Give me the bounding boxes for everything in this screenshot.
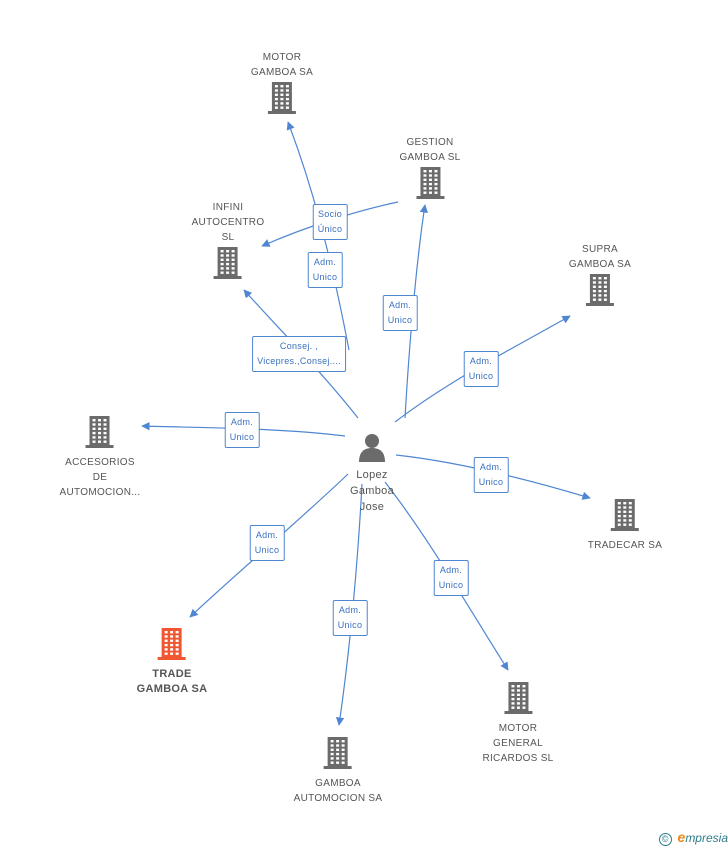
relation-label[interactable]: Adm. Unico <box>463 351 499 387</box>
brand-text: mpresia <box>685 831 728 845</box>
company-label: SUPRA GAMBOA SA <box>568 244 632 270</box>
building-icon <box>399 165 460 206</box>
company-label: MOTOR GAMBOA SA <box>250 52 314 78</box>
building-icon <box>192 245 265 286</box>
company-label: INFINI AUTOCENTRO SL <box>191 202 265 243</box>
company-node[interactable]: ACCESORIOS DE AUTOMOCION... <box>60 414 141 500</box>
company-node[interactable]: INFINI AUTOCENTRO SL <box>192 200 265 286</box>
relation-label[interactable]: Socio Único <box>312 204 348 240</box>
building-icon <box>569 272 631 313</box>
relation-label[interactable]: Adm. Unico <box>382 295 418 331</box>
brand-e: e <box>677 829 686 845</box>
copyright-icon: © <box>658 833 672 846</box>
building-icon <box>60 414 141 455</box>
company-label: GAMBOA AUTOMOCION SA <box>293 778 383 804</box>
relation-label[interactable]: Adm. Unico <box>473 457 509 493</box>
company-label: TRADE GAMBOA SA <box>136 668 208 695</box>
company-node[interactable]: MOTOR GENERAL RICARDOS SL <box>482 680 553 766</box>
relation-label[interactable]: Adm. Unico <box>433 560 469 596</box>
relation-label[interactable]: Adm. Unico <box>332 600 368 636</box>
relation-label[interactable]: Adm. Unico <box>249 525 285 561</box>
person-name: Lopez Gamboa Jose <box>350 469 394 513</box>
company-node[interactable]: SUPRA GAMBOA SA <box>569 242 631 313</box>
relation-label[interactable]: Adm. Unico <box>224 412 260 448</box>
building-icon <box>294 735 383 776</box>
company-label: GESTION GAMBOA SL <box>399 137 461 163</box>
building-icon <box>137 626 208 667</box>
company-label: MOTOR GENERAL RICARDOS SL <box>482 723 554 764</box>
company-node[interactable]: TRADECAR SA <box>588 497 662 553</box>
person-node[interactable]: Lopez Gamboa Jose <box>350 432 394 515</box>
relation-label[interactable]: Consej. , Vicepres.,Consej.... <box>252 336 346 372</box>
company-node-highlighted[interactable]: TRADE GAMBOA SA <box>137 626 208 697</box>
building-icon <box>482 680 553 721</box>
company-node[interactable]: MOTOR GAMBOA SA <box>251 50 313 121</box>
person-icon <box>359 434 385 462</box>
company-label: TRADECAR SA <box>587 540 663 551</box>
company-node[interactable]: GAMBOA AUTOMOCION SA <box>294 735 383 806</box>
company-node[interactable]: GESTION GAMBOA SL <box>399 135 460 206</box>
building-icon <box>251 80 313 121</box>
relation-label[interactable]: Adm. Unico <box>307 252 343 288</box>
brand-logo[interactable]: © empresia <box>658 829 728 846</box>
company-label: ACCESORIOS DE AUTOMOCION... <box>59 457 141 498</box>
building-icon <box>588 497 662 538</box>
